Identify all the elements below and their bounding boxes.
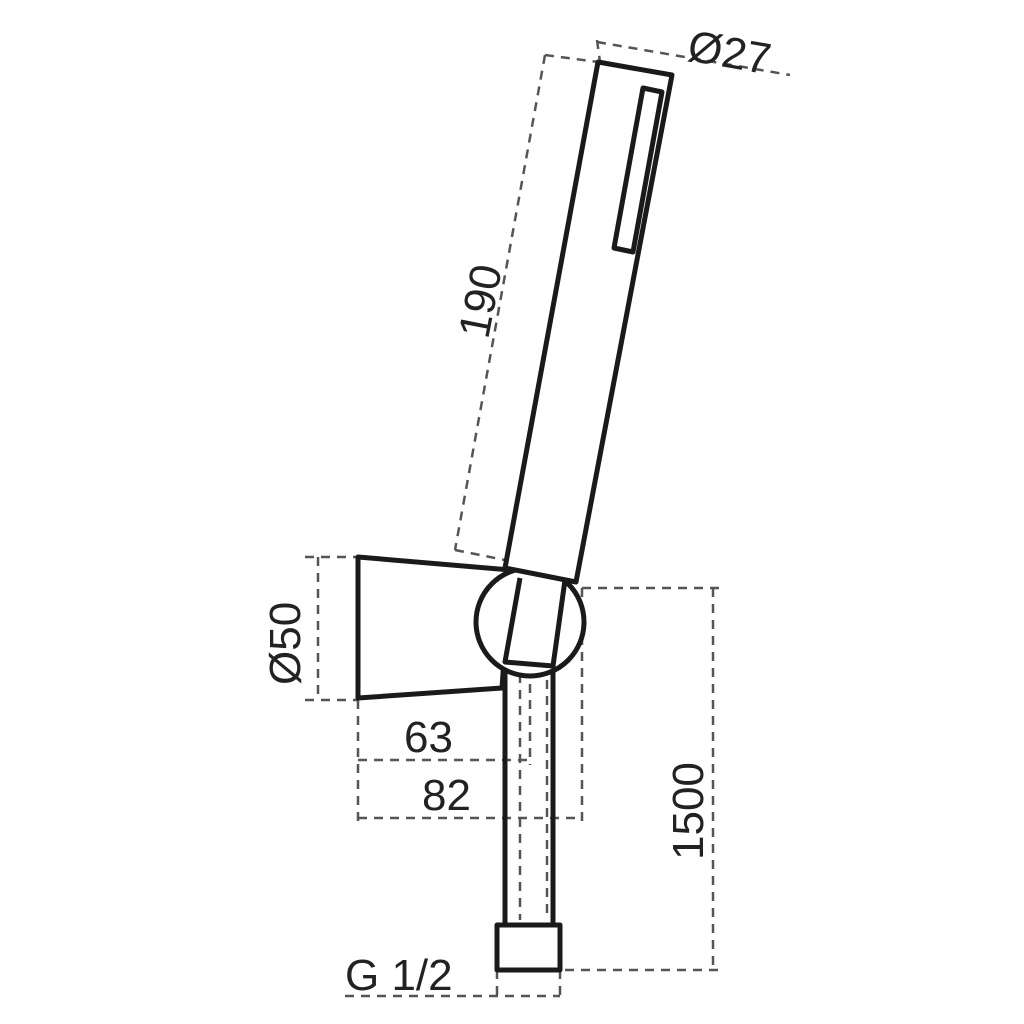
length-190-extension-bottom (454, 548, 506, 562)
connection-nut (494, 922, 563, 973)
length-190-dimension-line (453, 54, 547, 551)
length-190-extension-top (544, 53, 599, 64)
wall-holder-bracket (355, 554, 513, 701)
shower-hose (502, 660, 556, 925)
d27-extension-left (595, 39, 602, 63)
label-hose-length: 1500 (664, 762, 713, 860)
label-handset-length: 190 (450, 260, 512, 341)
label-projection-inner: 63 (404, 713, 453, 762)
label-holder-diameter: Ø50 (261, 602, 310, 685)
shower-parts (355, 59, 675, 973)
label-connection-thread: G 1/2 (345, 951, 453, 1000)
label-projection-outer: 82 (422, 771, 471, 820)
dimension-labels: Ø27 190 Ø50 63 82 1500 G 1/2 (261, 22, 775, 1000)
d27-dimension-line (596, 40, 791, 77)
spray-face-slot (611, 85, 665, 255)
holder-ball-joint (473, 565, 587, 679)
hand-shower-body (502, 59, 675, 585)
label-handset-diameter: Ø27 (684, 22, 774, 85)
hose-cone (502, 577, 568, 669)
